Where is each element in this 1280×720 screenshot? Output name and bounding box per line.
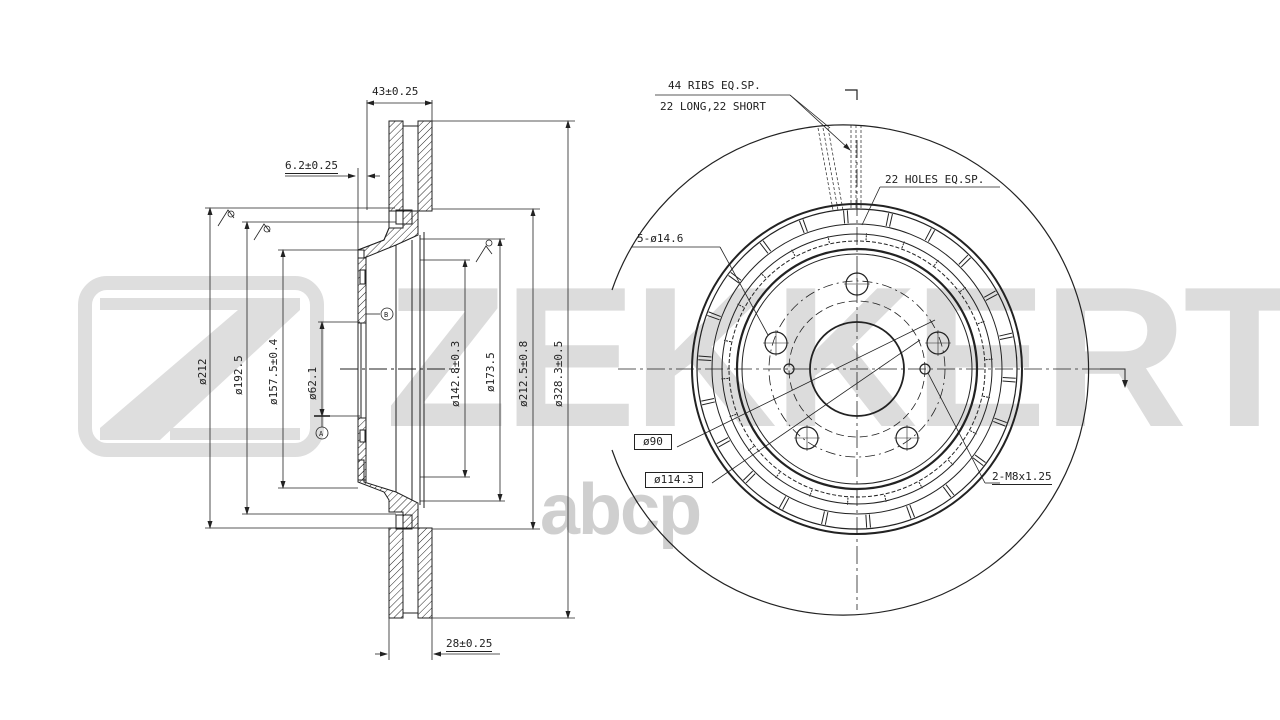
dim-d142-8: ø142.8±0.3 [449, 340, 462, 407]
dim-d212-5: ø212.5±0.8 [517, 340, 530, 407]
watermark-z-glyph [100, 298, 300, 440]
front-view [611, 89, 1128, 616]
section-view [340, 120, 460, 619]
note-pcd: ø114.3 [645, 472, 703, 488]
dim-d328-3: ø328.3±0.5 [552, 340, 565, 407]
section-dimensions [205, 100, 575, 660]
watermark-z-logo [78, 276, 324, 457]
datum-a-label: A [319, 430, 324, 438]
note-holes: 22 HOLES EQ.SP. [885, 173, 985, 186]
datum-b-label: B [384, 311, 389, 319]
dim-d212: ø212 [196, 358, 209, 386]
ventilation-slots [698, 210, 1016, 528]
dim-d62-1: ø62.1 [306, 366, 319, 400]
dim-disc-thickness: 28±0.25 [446, 637, 493, 652]
dim-d192-5: ø192.5 [232, 355, 245, 395]
note-ribs-count: 44 RIBS EQ.SP. [668, 79, 761, 92]
note-ribs-split: 22 LONG,22 SHORT [660, 100, 766, 113]
dim-d173-5: ø173.5 [484, 352, 497, 392]
dim-hat-thickness: 6.2±0.25 [285, 159, 338, 174]
leader-lines [632, 94, 1000, 484]
note-threads: 2-M8x1.25 [992, 470, 1052, 485]
dim-d157-5: ø157.5±0.4 [267, 338, 280, 405]
note-bolt-holes: 5-ø14.6 [637, 232, 684, 245]
note-center-bore: ø90 [634, 434, 672, 450]
dim-total-width: 43±0.25 [372, 85, 419, 98]
